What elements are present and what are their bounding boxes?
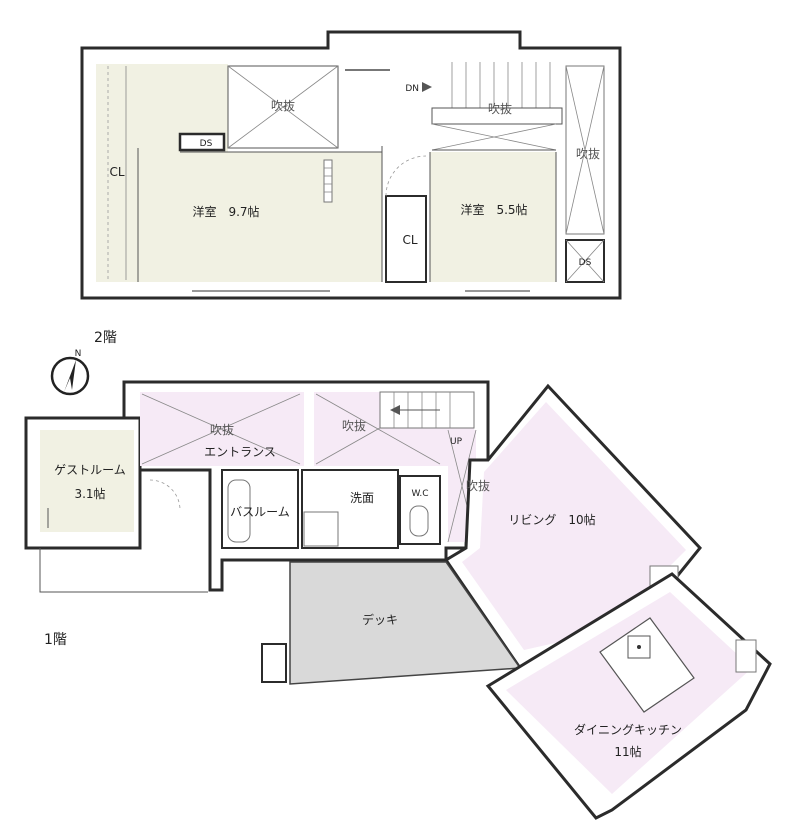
deck-label: デッキ	[362, 612, 398, 627]
void3-cross-b	[565, 65, 605, 235]
floor2-ds1-label: DS	[200, 139, 213, 149]
dining-area	[506, 592, 752, 794]
yard-outline	[39, 548, 208, 593]
compass-icon: N	[50, 349, 90, 396]
living-area	[462, 402, 686, 650]
toilet-icon	[409, 505, 429, 537]
floor1-stair-up-label: UP	[450, 437, 463, 447]
stair-up-arrow-icon	[390, 405, 400, 415]
floor2-bedroom2-area	[430, 152, 556, 282]
floor2-bedroom1-label: 洋室 9.7帖	[192, 204, 259, 219]
floor2-bedroom1-area	[138, 64, 382, 282]
floor2-void1-label: 吹抜	[271, 99, 295, 113]
f1-void1-cross-b	[141, 393, 301, 465]
washroom-label: 洗面	[350, 491, 374, 505]
floor2-plan: 吹抜 DS CL 洋室 9.7帖 CL 洋室 5.5帖 吹抜 吹抜 DS DN	[80, 30, 622, 300]
floor2-closet-center-box	[385, 195, 427, 283]
radiator-icon	[323, 159, 333, 203]
bathtub-icon	[227, 479, 251, 543]
door-swing-icon	[385, 155, 427, 197]
void2-cross-b	[431, 123, 557, 151]
floor2-void3-label: 吹抜	[576, 147, 600, 161]
floor2-void2-label: 吹抜	[488, 102, 512, 116]
floor2-ds1-box	[178, 132, 226, 152]
floor2-stair-area	[436, 62, 564, 152]
kitchen-island	[599, 617, 695, 713]
wc-label: W.C	[411, 489, 428, 499]
floor1-label: 1階	[44, 632, 67, 648]
stair-direction-arrow-icon	[422, 82, 432, 92]
guest-door-swing-icon	[149, 479, 181, 511]
floor2-label: 2階	[94, 330, 117, 346]
floor1-plan: ゲストルーム 3.1帖 吹抜 エントランス 吹抜 UP 吹抜 バスルーム 洗面 …	[24, 380, 772, 820]
void1-cross-b	[227, 65, 339, 149]
cooktop-burner-icon	[637, 645, 641, 649]
floor2-void2-box	[431, 107, 563, 125]
guest-room-size-label: 3.1帖	[74, 486, 105, 501]
dining-name-label: ダイニングキッチン	[574, 722, 682, 737]
floor1-void2-label: 吹抜	[342, 419, 366, 433]
floor2-ds2-label: DS	[579, 258, 592, 268]
f1-void3-cross-b	[447, 429, 477, 543]
floor2-closet-left-area	[96, 64, 138, 282]
living-label: リビング 10帖	[508, 512, 595, 527]
floor2-closet-center-label: CL	[402, 233, 417, 247]
bathroom-label: バスルーム	[230, 505, 290, 519]
dining-size-label: 11帖	[614, 744, 641, 759]
floor1-void1-label: 吹抜	[210, 423, 234, 437]
deck-step-box	[261, 643, 287, 683]
washing-machine-icon	[303, 511, 339, 547]
floor2-closet-left-label: CL	[109, 165, 124, 179]
floor2-bedroom2-label: 洋室 5.5帖	[460, 202, 527, 217]
ds2-cross-b	[565, 239, 605, 283]
floor2-stair-dn-label: DN	[405, 84, 419, 94]
stove-icon	[735, 639, 757, 673]
entrance-label: エントランス	[204, 445, 276, 459]
guest-room-name-label: ゲストルーム	[54, 463, 126, 477]
compass-north-label: N	[75, 349, 82, 359]
guest-room-area	[40, 430, 134, 532]
floor1-void3-label: 吹抜	[466, 479, 490, 493]
